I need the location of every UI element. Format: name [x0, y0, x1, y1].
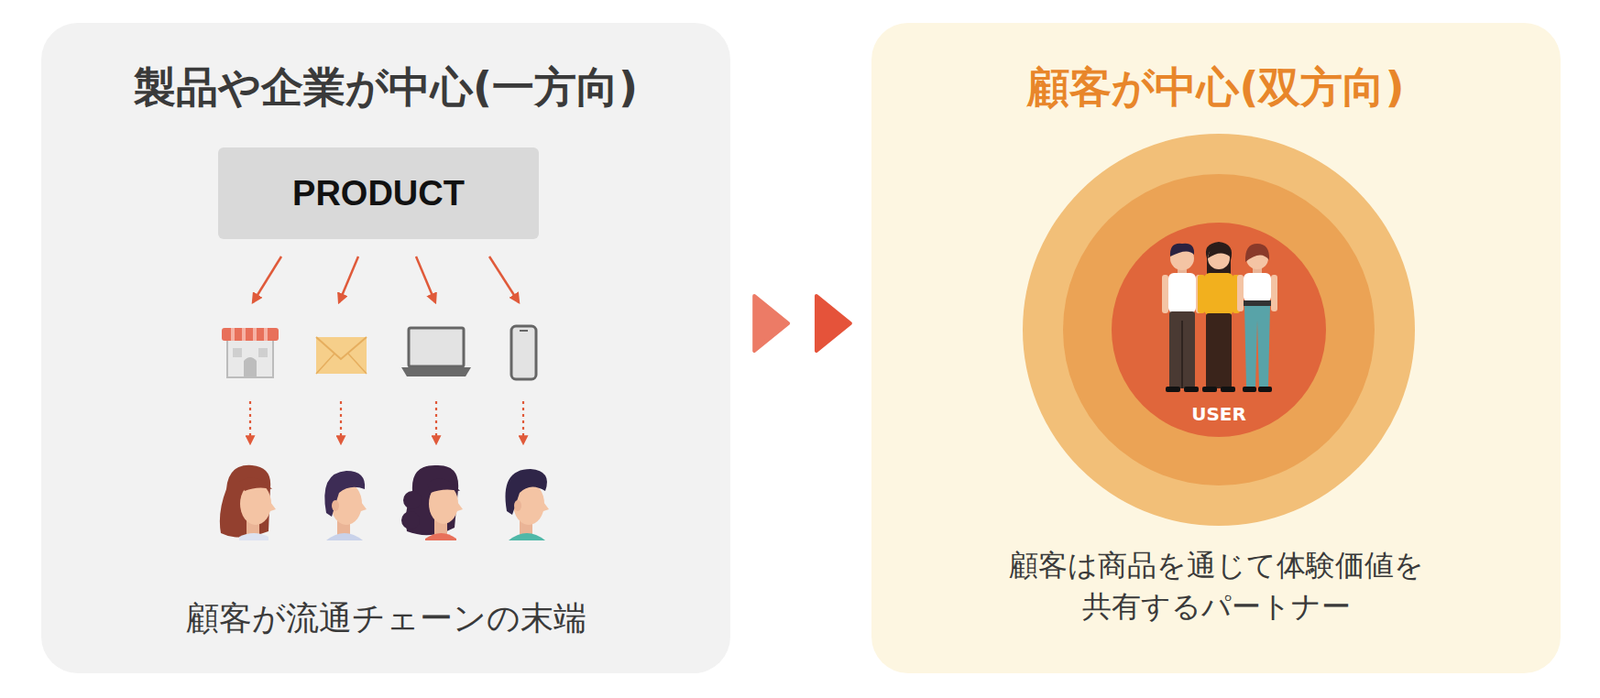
ring [1111, 222, 1327, 438]
panel-heading: 製品や企業が中心(一方向) [55, 62, 716, 113]
text-slot: 製品や企業が中心(一方向) [41, 62, 731, 113]
ring [1063, 174, 1375, 486]
right-panel: 顧客が中心(双方向) 顧客は商品を通じて体験価値を 共有するパートナー USER [871, 22, 1561, 674]
person [1237, 243, 1278, 393]
text-slot: 顧客は商品を通じて体験価値を 共有するパートナー [871, 545, 1561, 628]
phone-icon [511, 326, 537, 380]
customer-head [401, 465, 463, 541]
customer-head [324, 471, 367, 541]
chevron [816, 295, 851, 351]
ring [1022, 133, 1415, 527]
customer-head [219, 465, 276, 541]
panel-caption: 顧客は商品を通じて体験価値を 共有するパートナー [1000, 545, 1432, 628]
customer-head [504, 469, 549, 541]
transition-chevrons [754, 295, 851, 351]
user-circle: USER [1022, 133, 1415, 527]
panel-heading: 顧客が中心(双方向) [886, 62, 1546, 113]
product-arrows [252, 256, 519, 303]
shop-icon [221, 328, 279, 378]
user-label: USER [1127, 403, 1311, 426]
left-panel: 製品や企業が中心(一方向) 顧客が流通チェーンの末端 PRODUCT [41, 22, 731, 674]
text-slot: 顧客が中心(双方向) [871, 62, 1561, 113]
product-box: PRODUCT [218, 147, 539, 240]
mail-icon [316, 337, 367, 374]
person [1161, 243, 1203, 393]
person [1197, 241, 1240, 393]
text-slot: USER [1022, 403, 1415, 426]
product-label: PRODUCT [292, 174, 465, 214]
text-slot: 顧客が流通チェーンの末端 [41, 598, 731, 638]
chevron [754, 295, 789, 351]
panel-caption: 顧客が流通チェーンの末端 [55, 598, 716, 638]
dotted-arrows [250, 401, 524, 444]
user-group [1161, 241, 1278, 393]
laptop-icon [401, 328, 472, 377]
circle-outline [1022, 133, 1415, 527]
